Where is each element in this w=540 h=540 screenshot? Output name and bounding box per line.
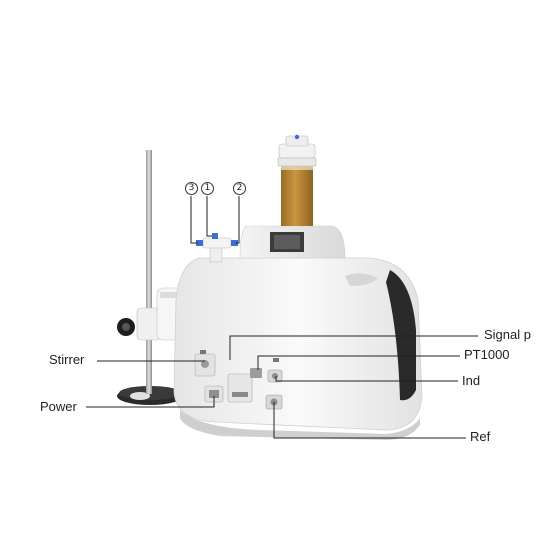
callout-signal: Signal p [484, 327, 531, 342]
leader-pt1000 [257, 355, 460, 370]
callout-stirrer: Stirrer [49, 352, 85, 367]
titrator-body [173, 257, 423, 440]
tubing-stem [196, 233, 238, 263]
stand-rod-icon [146, 150, 152, 394]
port-number-3: 3 [185, 182, 198, 195]
leader-port-1 [206, 196, 212, 237]
callout-pt1000: PT1000 [464, 347, 510, 362]
rear-panel [194, 350, 283, 410]
leader-port-3 [190, 196, 198, 244]
leader-signal [229, 335, 478, 360]
connector-1 [212, 233, 218, 239]
callout-ind: Ind [462, 373, 481, 388]
connector-3 [196, 240, 203, 246]
leader-lines [86, 196, 478, 439]
leader-power [86, 396, 215, 408]
callout-ref: Ref [470, 429, 491, 444]
leader-ref [273, 402, 466, 439]
callout-power: Power [40, 399, 77, 414]
burette-block [239, 225, 346, 259]
reagent-bottle-icon [277, 134, 317, 226]
leader-ind [275, 376, 458, 382]
port-number-1: 1 [201, 182, 214, 195]
connector-2 [231, 240, 238, 246]
port-number-2: 2 [233, 182, 246, 195]
leader-port-2 [236, 196, 240, 244]
